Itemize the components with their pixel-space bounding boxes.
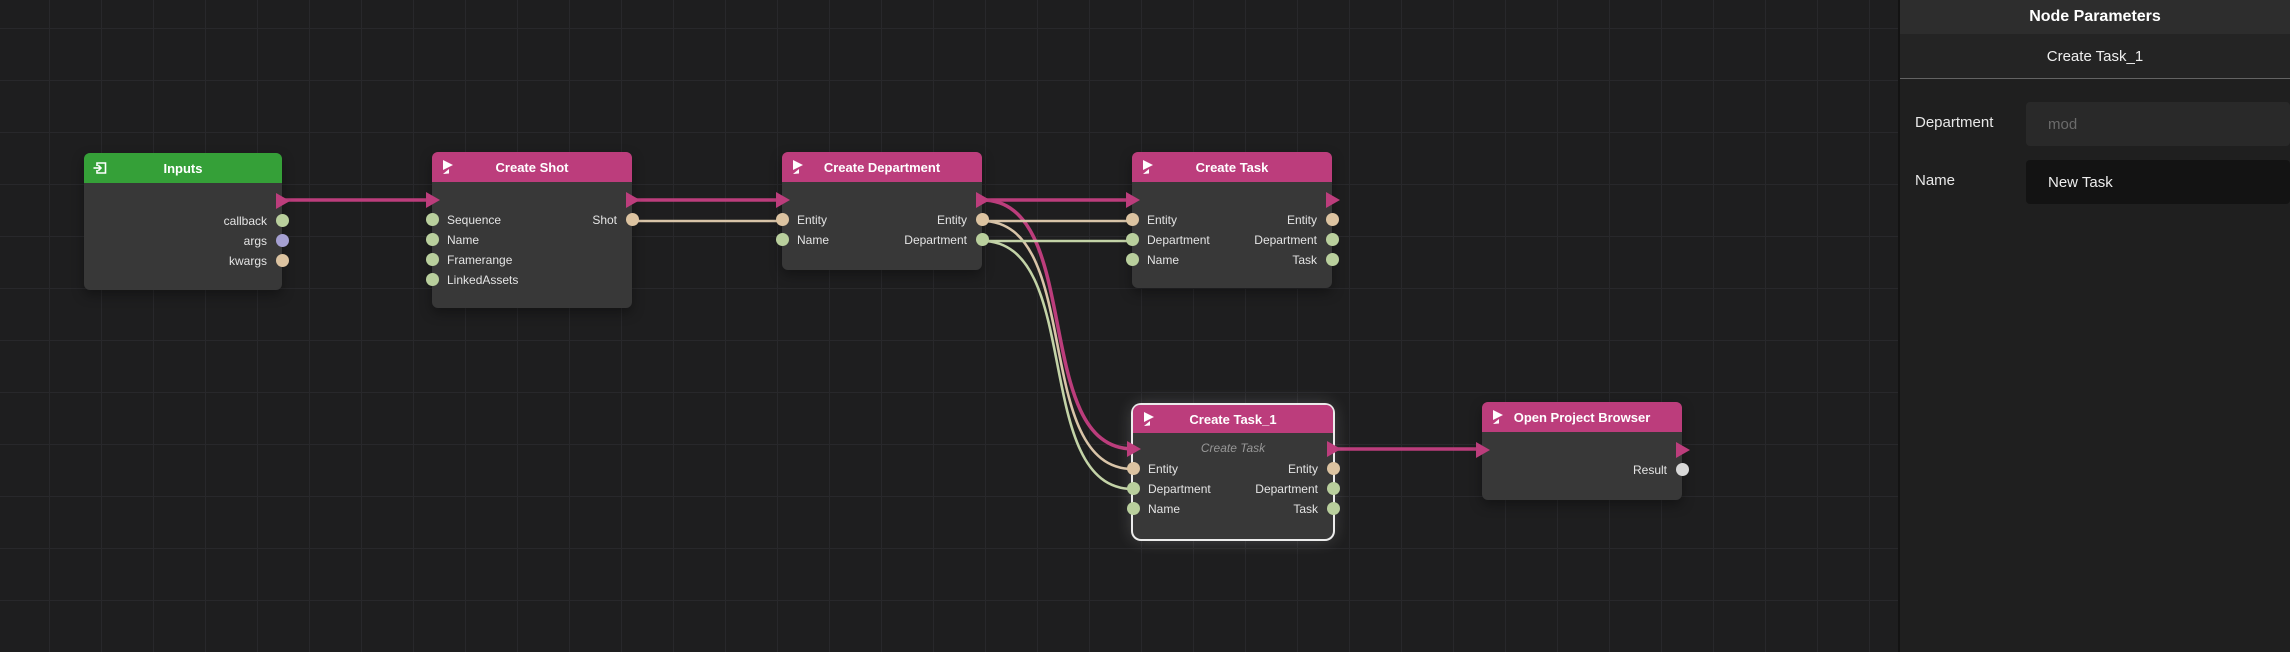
port-label: Entity (1148, 462, 1179, 476)
port-label: Task (1292, 253, 1317, 267)
port-out-kwargs[interactable] (275, 254, 289, 267)
node-create-task-1[interactable]: Create Task_1 Create Task Entity Entity … (1126, 405, 1341, 539)
node-inputs[interactable]: Inputs callback args kwargs (84, 153, 290, 290)
exec-out-port[interactable] (1327, 441, 1341, 457)
port-in-entity[interactable] (1126, 462, 1140, 475)
port-label: Department (1147, 233, 1210, 247)
port-label: Entity (1286, 213, 1317, 227)
port-label: args (243, 234, 267, 248)
port-label: Result (1632, 463, 1667, 477)
node-graph-canvas[interactable]: Inputs callback args kwargs Create (0, 0, 1898, 652)
exec-in-port[interactable] (1126, 192, 1140, 208)
action-flag-icon (1490, 409, 1506, 425)
node-create-task[interactable]: Create Task Entity Entity Department Dep… (1125, 152, 1340, 288)
port-in-name[interactable] (1126, 502, 1140, 515)
port-label: Entity (1287, 462, 1318, 476)
port-in-name[interactable] (425, 233, 439, 246)
exec-in-port[interactable] (426, 192, 440, 208)
port-label: Framerange (447, 253, 513, 267)
port-out-entity[interactable] (1325, 213, 1339, 226)
exec-out-port[interactable] (1326, 192, 1340, 208)
port-label: Department (1254, 233, 1317, 247)
port-label: Entity (936, 213, 967, 227)
node-parameters-panel: Node Parameters Create Task_1 Department… (1898, 0, 2290, 652)
port-label: Department (1148, 482, 1211, 496)
port-in-name[interactable] (775, 233, 789, 246)
department-input[interactable] (2026, 102, 2290, 146)
exec-in-port[interactable] (776, 192, 790, 208)
port-out-args[interactable] (275, 234, 289, 247)
node-subtitle: Create Task (1200, 441, 1266, 455)
port-out-department[interactable] (1326, 482, 1340, 495)
port-label: Shot (592, 213, 617, 227)
port-out-entity[interactable] (1326, 462, 1340, 475)
panel-title: Node Parameters (1900, 0, 2290, 34)
action-flag-icon (1141, 411, 1157, 427)
port-label: Department (1255, 482, 1318, 496)
action-flag-icon (790, 159, 806, 175)
node-title: Create Task_1 (1189, 411, 1277, 427)
node-create-department[interactable]: Create Department Entity Entity Name Dep… (775, 152, 990, 270)
port-label: Name (1147, 253, 1180, 267)
port-label: Entity (797, 213, 828, 227)
param-label-department: Department (1915, 114, 1994, 131)
exec-in-port[interactable] (1127, 441, 1141, 457)
node-open-project-browser[interactable]: Open Project Browser Result (1476, 402, 1690, 500)
port-out-shot[interactable] (625, 213, 639, 226)
port-label: Name (797, 233, 830, 247)
port-out-task[interactable] (1326, 502, 1340, 515)
wire-department-department-createtask1[interactable] (981, 239, 1134, 491)
port-out-department[interactable] (1325, 233, 1339, 246)
exec-in-port[interactable] (1476, 442, 1490, 458)
port-out-callback[interactable] (275, 214, 289, 227)
port-out-entity[interactable] (975, 213, 989, 226)
port-label: Name (447, 233, 480, 247)
port-in-entity[interactable] (775, 213, 789, 226)
port-label: Entity (1147, 213, 1178, 227)
wire-entity-entity-createtask1[interactable] (981, 219, 1134, 471)
port-in-framerange[interactable] (425, 253, 439, 266)
port-in-name[interactable] (1125, 253, 1139, 266)
port-label: kwargs (228, 254, 267, 268)
input-arrow-icon (92, 160, 108, 176)
port-out-result[interactable] (1675, 463, 1689, 476)
port-in-linkedassets[interactable] (425, 273, 439, 286)
panel-node-name: Create Task_1 (1900, 34, 2290, 79)
node-title: Create Shot (495, 159, 569, 175)
wire-exec-createdepartment-createtask1[interactable] (981, 198, 1134, 451)
exec-out-port[interactable] (626, 192, 640, 208)
port-out-task[interactable] (1325, 253, 1339, 266)
exec-out-port[interactable] (1676, 442, 1690, 458)
node-title: Open Project Browser (1513, 409, 1651, 425)
port-in-sequence[interactable] (425, 213, 439, 226)
port-label: Task (1293, 502, 1318, 516)
port-in-department[interactable] (1126, 482, 1140, 495)
param-label-name: Name (1915, 172, 1956, 189)
port-in-department[interactable] (1125, 233, 1139, 246)
exec-out-port[interactable] (976, 192, 990, 208)
port-out-department[interactable] (975, 233, 989, 246)
node-title: Create Department (823, 159, 941, 175)
action-flag-icon (440, 159, 456, 175)
node-create-shot[interactable]: Create Shot Sequence Shot Name Framerang… (425, 152, 640, 308)
port-label: LinkedAssets (447, 273, 519, 287)
port-label: Sequence (447, 213, 502, 227)
node-title: Inputs (163, 160, 203, 176)
action-flag-icon (1140, 159, 1156, 175)
exec-out-port[interactable] (276, 193, 290, 209)
port-label: Name (1148, 502, 1181, 516)
name-input[interactable] (2026, 160, 2290, 204)
wire-layer (284, 198, 1482, 491)
port-label: callback (223, 214, 267, 228)
node-title: Create Task (1195, 159, 1269, 175)
port-label: Department (904, 233, 967, 247)
port-in-entity[interactable] (1125, 213, 1139, 226)
